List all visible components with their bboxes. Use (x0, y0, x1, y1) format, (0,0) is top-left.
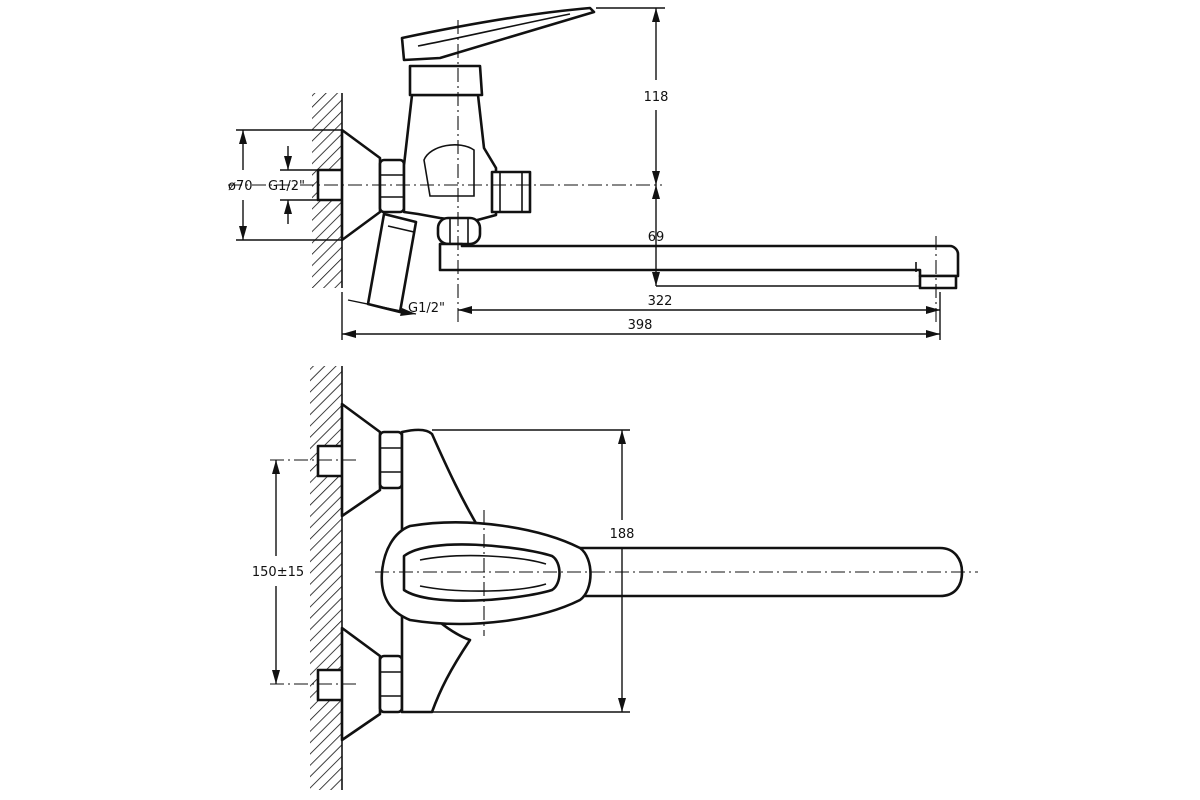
dim-total-length: 398 (628, 318, 653, 333)
shower-outlet-side (490, 170, 532, 214)
flange-upper-top (340, 402, 382, 518)
dim-flange-diameter: ø70 (228, 179, 253, 194)
hex-nut-side (378, 158, 406, 214)
lever-handle-top (402, 543, 561, 602)
faucet-body-side (402, 93, 498, 224)
swivel-ring-side (436, 216, 482, 246)
inlet-lower-top (316, 668, 346, 702)
dim-spout-drop: 69 (648, 230, 665, 245)
wall-section-top (310, 366, 342, 790)
dim-inlet-spacing: 150±15 (252, 565, 304, 580)
dim-height-handle: 118 (644, 90, 669, 105)
lower-connector-side (366, 212, 418, 314)
flange-lower-top (340, 626, 382, 742)
side-view: 118 69 322 398 ø70 G1/2" (228, 6, 960, 340)
top-view: 188 150±15 (252, 366, 978, 790)
hex-nut-lower-top (378, 654, 404, 714)
dim-body-width: 188 (610, 527, 635, 542)
lever-handle-side (400, 6, 596, 62)
cartridge-neck-side (408, 64, 484, 97)
dim-spout-reach: 322 (648, 294, 673, 309)
inlet-upper-top (316, 444, 346, 478)
aerator-side (918, 274, 958, 290)
hex-nut-upper-top (378, 430, 404, 490)
dim-outlet-thread: G1/2" (408, 301, 445, 316)
dim-inlet-thread: G1/2" (268, 179, 305, 194)
spout-side (438, 242, 960, 278)
